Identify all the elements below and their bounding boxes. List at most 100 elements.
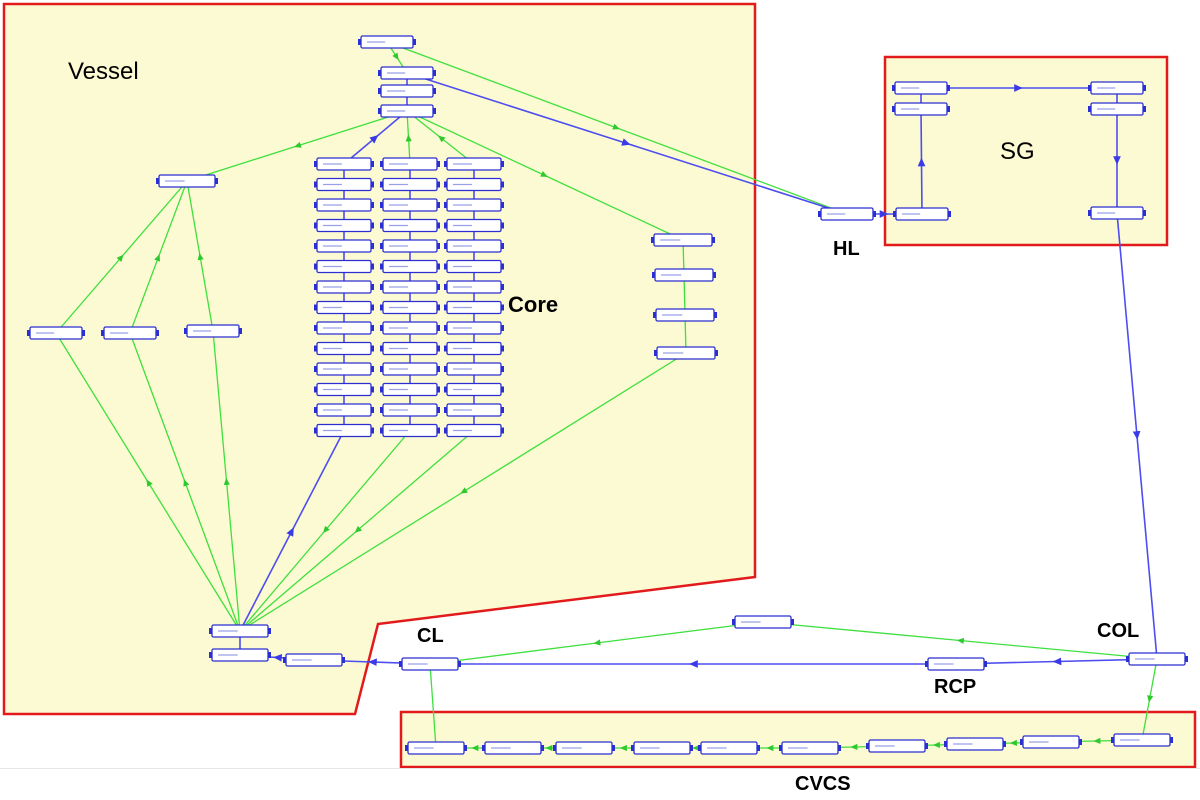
component-node-v0[interactable]	[405, 741, 467, 755]
component-node-sgo[interactable]	[1088, 206, 1146, 220]
component-node-r1[interactable]	[651, 233, 715, 247]
flow-link-lp-c1	[239, 430, 411, 632]
component-node-c2_12[interactable]	[444, 403, 504, 417]
component-node-c0_1[interactable]	[314, 177, 374, 192]
flow-link-u3-r1	[406, 110, 684, 241]
component-node-c1_2[interactable]	[380, 198, 440, 212]
component-node-c1_8[interactable]	[380, 321, 440, 335]
flow-link-top-cl	[429, 621, 764, 665]
component-node-c2_11[interactable]	[444, 382, 504, 397]
component-node-c1_7[interactable]	[380, 300, 440, 315]
component-node-c1_0[interactable]	[380, 157, 440, 171]
flow-link-col-top	[762, 621, 1158, 660]
component-node-u1[interactable]	[378, 66, 436, 80]
component-node-v6[interactable]	[866, 739, 928, 753]
component-node-cl[interactable]	[399, 657, 461, 671]
component-node-c0_6[interactable]	[314, 280, 374, 294]
component-node-c2_7[interactable]	[444, 300, 504, 315]
component-node-c2_13[interactable]	[444, 423, 504, 438]
component-node-lp2[interactable]	[209, 648, 271, 662]
component-node-v3[interactable]	[631, 741, 693, 755]
component-node-cl1[interactable]	[283, 653, 345, 667]
component-node-byp[interactable]	[156, 174, 218, 188]
component-node-sg1[interactable]	[892, 81, 950, 95]
component-node-c1_9[interactable]	[380, 341, 440, 356]
component-node-dc1[interactable]	[27, 326, 85, 340]
component-node-c0_5[interactable]	[314, 259, 374, 274]
flow-link-col-v9	[1141, 658, 1158, 741]
flow-link-col-rcp	[955, 657, 1158, 666]
flow-link-lp-dc2	[129, 332, 241, 632]
flow-link-lp-c0	[239, 430, 345, 632]
component-node-c0_13[interactable]	[314, 423, 374, 438]
component-node-v4[interactable]	[698, 741, 760, 755]
component-node-c2_5[interactable]	[444, 259, 504, 274]
component-node-u3[interactable]	[378, 104, 436, 118]
component-node-c2_4[interactable]	[444, 239, 504, 253]
flow-link-u0-hl	[386, 41, 848, 215]
component-node-c0_10[interactable]	[314, 362, 374, 376]
component-node-c1_13[interactable]	[380, 423, 440, 438]
component-node-c2_9[interactable]	[444, 341, 504, 356]
component-node-c0_4[interactable]	[314, 239, 374, 253]
component-node-c2_2[interactable]	[444, 198, 504, 212]
flow-link-u3-byp	[186, 110, 408, 182]
component-node-c0_7[interactable]	[314, 300, 374, 315]
component-node-v7[interactable]	[944, 737, 1006, 751]
component-node-col[interactable]	[1126, 652, 1188, 666]
component-node-v8[interactable]	[1020, 735, 1082, 749]
component-node-c2_1[interactable]	[444, 177, 504, 192]
component-node-c0_3[interactable]	[314, 218, 374, 233]
component-node-hl[interactable]	[818, 207, 876, 221]
component-node-c2_6[interactable]	[444, 280, 504, 294]
component-node-c0_8[interactable]	[314, 321, 374, 335]
component-node-c1_4[interactable]	[380, 239, 440, 253]
component-node-rcp[interactable]	[925, 657, 987, 671]
flow-link-byp-dc3	[186, 180, 214, 332]
component-node-sg4[interactable]	[1088, 102, 1146, 116]
flow-link-sgi-sg2	[917, 108, 926, 215]
component-node-v1[interactable]	[482, 741, 544, 755]
component-node-r2[interactable]	[652, 268, 716, 282]
component-node-lp[interactable]	[209, 624, 271, 638]
component-node-c1_10[interactable]	[380, 362, 440, 376]
component-node-c0_9[interactable]	[314, 341, 374, 356]
component-node-dc3[interactable]	[184, 324, 242, 338]
component-node-sg3[interactable]	[1088, 81, 1146, 95]
component-node-c0_12[interactable]	[314, 403, 374, 417]
bottom-divider	[0, 768, 1200, 769]
component-node-c1_1[interactable]	[380, 177, 440, 192]
flow-link-r4-lp	[239, 352, 687, 632]
component-node-r3[interactable]	[653, 308, 717, 322]
flow-link-byp-dc1	[55, 180, 188, 334]
component-node-c2_3[interactable]	[444, 218, 504, 233]
component-node-c2_10[interactable]	[444, 362, 504, 376]
component-node-v2[interactable]	[553, 741, 615, 755]
component-node-v9[interactable]	[1111, 733, 1173, 747]
component-node-r4[interactable]	[654, 346, 718, 360]
flow-link-lp-dc1	[55, 332, 241, 632]
component-node-c0_2[interactable]	[314, 198, 374, 212]
flow-link-byp-dc2	[129, 180, 188, 334]
component-node-c0_11[interactable]	[314, 382, 374, 397]
component-node-c1_11[interactable]	[380, 382, 440, 397]
flow-link-u3-col2	[406, 110, 475, 165]
component-node-c2_0[interactable]	[444, 157, 504, 171]
component-node-c0_0[interactable]	[314, 157, 374, 171]
flow-link-lp-dc3	[212, 330, 241, 632]
component-node-c1_12[interactable]	[380, 403, 440, 417]
component-node-c2_8[interactable]	[444, 321, 504, 335]
component-node-sg2[interactable]	[892, 102, 950, 116]
component-node-dc2[interactable]	[101, 326, 159, 340]
component-node-sgi[interactable]	[893, 207, 951, 221]
flow-link-r2-r3	[683, 274, 686, 316]
component-node-c1_5[interactable]	[380, 259, 440, 274]
component-node-c1_3[interactable]	[380, 218, 440, 233]
component-node-v5[interactable]	[779, 741, 841, 755]
node-layer	[27, 35, 1188, 755]
component-node-u0[interactable]	[358, 35, 416, 49]
component-node-u2[interactable]	[378, 84, 436, 98]
component-node-c1_6[interactable]	[380, 280, 440, 294]
component-node-top[interactable]	[732, 615, 794, 629]
flow-link-u3-col0	[343, 110, 408, 165]
